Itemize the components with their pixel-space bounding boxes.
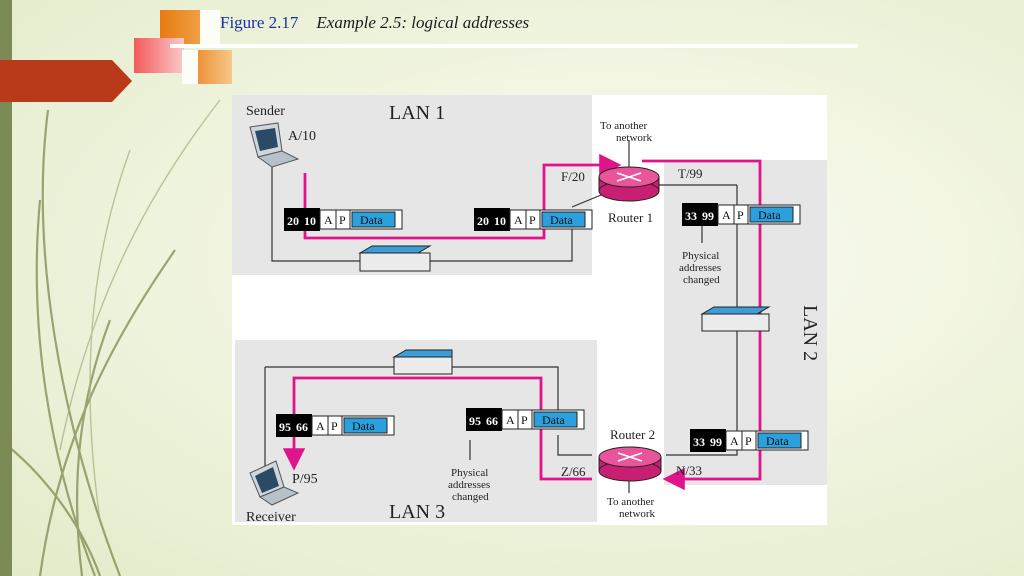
router2-note-line1: To another xyxy=(607,496,655,508)
router2-right-address: N/33 xyxy=(676,463,702,478)
lan3-changed-note-line3: changed xyxy=(452,491,489,503)
lan3-label: LAN 3 xyxy=(389,501,445,523)
frame-6: 95 66 A P Data xyxy=(276,414,395,437)
frame-3-phys-src: 99 xyxy=(702,209,714,223)
frame-2-data: Data xyxy=(550,213,573,227)
lan2-changed-note-line1: Physical xyxy=(682,250,719,262)
frame-6-phys-src: 66 xyxy=(296,420,308,434)
receiver-laptop xyxy=(249,460,300,506)
frame-4-phys-dst: 33 xyxy=(693,435,705,449)
frame-5-logical-src: A xyxy=(506,413,515,427)
receiver-address: P/95 xyxy=(292,472,318,487)
router-2 xyxy=(598,446,662,482)
frame-2-logical-dst: P xyxy=(529,213,536,227)
figure-caption: Example 2.5: logical addresses xyxy=(316,13,530,32)
frame-3-logical-dst: P xyxy=(737,208,744,222)
lan2-changed-note-line2: addresses xyxy=(679,262,721,274)
figure-label: Figure 2.17 xyxy=(220,13,299,32)
frame-2: 20 10 A P Data xyxy=(474,208,593,231)
router2-note-line2: network xyxy=(619,508,656,520)
frame-5-phys-dst: 95 xyxy=(469,414,481,428)
router1-label: Router 1 xyxy=(608,210,653,225)
router1-right-address: T/99 xyxy=(678,166,703,181)
frame-1-logical-src: A xyxy=(324,213,333,227)
frame-1-phys-src: 10 xyxy=(304,214,316,228)
lan2-changed-note-line3: changed xyxy=(683,274,720,286)
frame-2-logical-src: A xyxy=(514,213,523,227)
frame-5: 95 66 A P Data xyxy=(466,408,585,431)
lan3-changed-note-line2: addresses xyxy=(448,479,490,491)
router2-left-address: Z/66 xyxy=(561,464,586,479)
slide-title: Figure 2.17 Example 2.5: logical addresse… xyxy=(220,13,529,33)
frame-6-logical-src: A xyxy=(316,419,325,433)
lan1-region xyxy=(232,95,592,275)
decor-square-pink xyxy=(134,38,184,73)
frame-1-logical-dst: P xyxy=(339,213,346,227)
lan3-changed-note-line1: Physical xyxy=(451,467,488,479)
lan1-label: LAN 1 xyxy=(389,102,445,124)
frame-3: 33 99 A P Data xyxy=(682,203,801,226)
frame-3-phys-dst: 33 xyxy=(685,209,697,223)
frame-5-phys-src: 66 xyxy=(486,414,498,428)
router1-left-address: F/20 xyxy=(561,169,585,184)
frame-4-logical-dst: P xyxy=(745,434,752,448)
frame-4-logical-src: A xyxy=(730,434,739,448)
frame-1-data: Data xyxy=(360,213,383,227)
router1-note-line1: To another xyxy=(600,120,648,132)
sender-label: Sender xyxy=(246,104,285,119)
sender-laptop xyxy=(249,122,300,168)
lan2-label: LAN 2 xyxy=(799,305,821,361)
frame-3-logical-src: A xyxy=(722,208,731,222)
frame-5-logical-dst: P xyxy=(521,413,528,427)
router-1 xyxy=(598,166,660,202)
frame-1-phys-dst: 20 xyxy=(287,214,299,228)
frame-2-phys-src: 10 xyxy=(494,214,506,228)
frame-4-data: Data xyxy=(766,434,789,448)
switch-lan1 xyxy=(358,245,432,272)
sender-address: A/10 xyxy=(288,129,316,144)
frame-6-logical-dst: P xyxy=(331,419,338,433)
slide-arrow-tab xyxy=(0,60,132,102)
network-diagram: 20 10 A P Data 20 10 A P Data 33 99 A P … xyxy=(232,95,827,525)
frame-4-phys-src: 99 xyxy=(710,435,722,449)
frame-6-phys-dst: 95 xyxy=(279,420,291,434)
frame-6-data: Data xyxy=(352,419,375,433)
decor-stems xyxy=(0,99,221,576)
router2-label: Router 2 xyxy=(610,427,655,442)
switch-lan3 xyxy=(392,349,453,375)
frame-5-data: Data xyxy=(542,413,565,427)
left-accent-bar xyxy=(0,0,12,576)
frame-1: 20 10 A P Data xyxy=(284,208,403,231)
frame-2-phys-dst: 20 xyxy=(477,214,489,228)
receiver-label: Receiver xyxy=(246,510,296,525)
router1-note-line2: network xyxy=(616,132,653,144)
decor-square-white-low xyxy=(182,50,198,84)
decor-square-white xyxy=(200,10,220,44)
frame-3-data: Data xyxy=(758,208,781,222)
frame-4: 33 99 A P Data xyxy=(690,429,809,452)
switch-lan2 xyxy=(700,306,771,332)
title-underline xyxy=(170,44,858,48)
